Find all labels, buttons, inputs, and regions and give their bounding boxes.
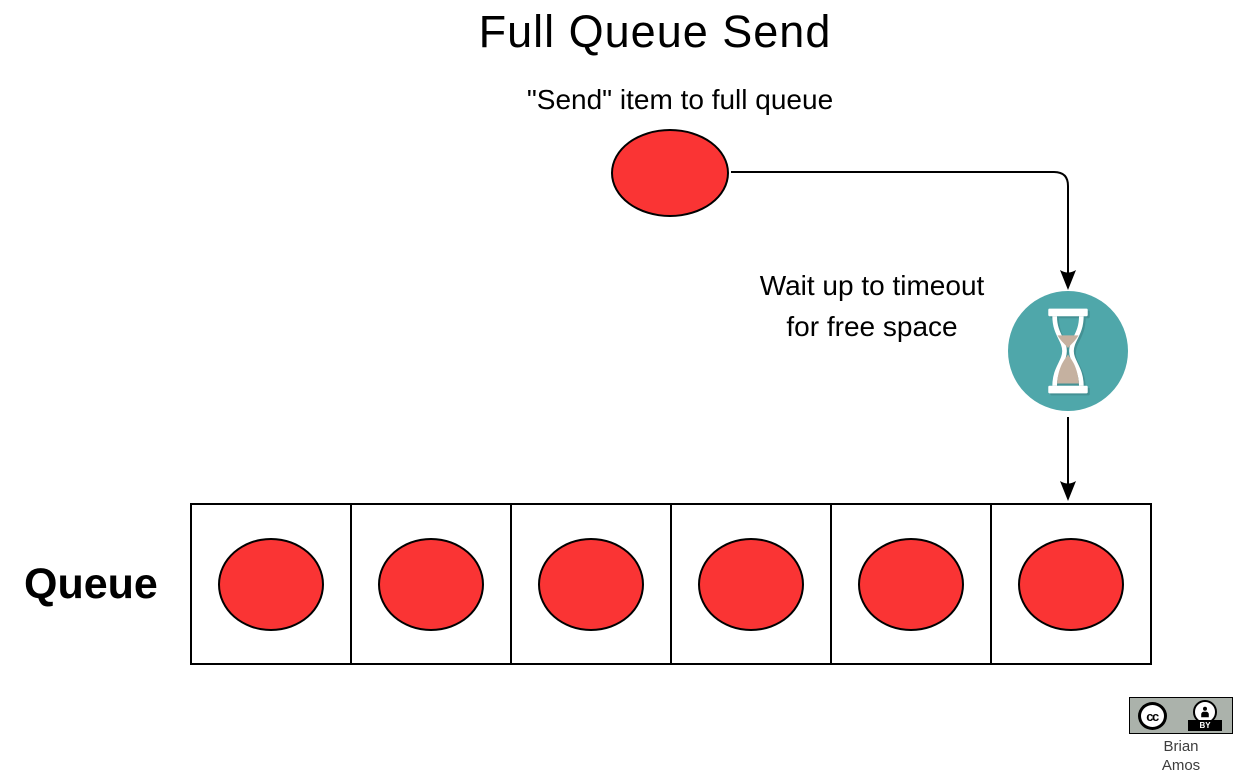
license-attribution: cc BY Brian Amos [1128,697,1234,775]
author-name: Brian Amos [1128,737,1234,775]
arrowhead-to-queue [1060,481,1076,501]
queue-item-ellipse [378,537,484,631]
queue-cell [352,505,512,663]
wait-caption: Wait up to timeout for free space [672,265,1072,347]
queue-cell [672,505,832,663]
author-line1: Brian [1163,738,1199,755]
wait-caption-line2: for free space [786,311,958,342]
arrow-to-timer [731,171,1069,277]
timeout-timer-circle [1008,291,1128,411]
diagram-title: Full Queue Send [478,6,832,57]
cc-icon-label: cc [1146,708,1159,724]
queue-item-ellipse [218,537,324,631]
hourglass-icon [1048,308,1088,394]
queue-cells [190,503,1152,665]
queue-cell [192,505,352,663]
cc-icon: cc [1138,702,1167,730]
queue-cell [992,505,1150,663]
queue-item-ellipse [858,537,964,631]
queue-cell [512,505,672,663]
author-line2: Amos [1161,757,1201,774]
send-caption: "Send" item to full queue [526,84,834,115]
item-ellipse [611,129,729,217]
wait-caption-line1: Wait up to timeout [759,270,985,301]
queue-item-ellipse [538,537,644,631]
queue-item-ellipse [698,537,804,631]
by-label: BY [1188,720,1222,731]
queue-cell [832,505,992,663]
queue-label: Queue [24,560,158,608]
cc-by-badge: cc BY [1129,697,1233,734]
queue-item-ellipse [1018,537,1124,631]
